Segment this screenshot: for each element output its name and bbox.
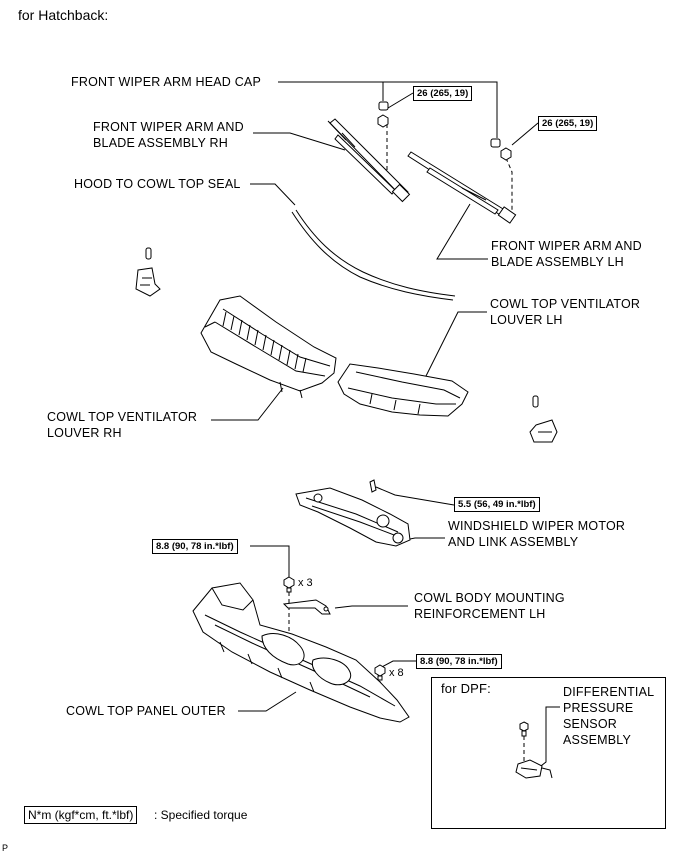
dpf-sensor-label-line2: PRESSURE bbox=[563, 701, 634, 715]
dash-axis-lh bbox=[505, 157, 513, 218]
wiper-arm-rh-drawing bbox=[327, 118, 411, 203]
head-cap-label: FRONT WIPER ARM HEAD CAP bbox=[71, 75, 262, 89]
leader-louver-rh bbox=[211, 387, 284, 421]
reinforcement-drawing bbox=[282, 599, 331, 615]
leader-torque-motor bbox=[375, 486, 455, 506]
torque-legend-symbol: N*m (kgf*cm, ft.*lbf) bbox=[24, 806, 138, 824]
leader-hood-seal bbox=[250, 183, 296, 206]
page-title: for Hatchback: bbox=[18, 7, 109, 23]
torque-spec-motor: 5.5 (56, 49 in.*lbf) bbox=[454, 497, 540, 512]
louver-rh-label-line1: COWL TOP VENTILATOR bbox=[47, 410, 198, 424]
dpf-heading: for DPF: bbox=[441, 681, 491, 696]
torque-legend-description: : Specified torque bbox=[154, 808, 248, 822]
head-caps-and-nuts bbox=[377, 101, 512, 161]
clip-drawings bbox=[135, 247, 558, 443]
leader-motor bbox=[404, 537, 445, 541]
panel-outer-label: COWL TOP PANEL OUTER bbox=[66, 704, 226, 718]
torque-spec-arm-lh: 26 (265, 19) bbox=[538, 116, 598, 131]
torque-spec-arm-rh: 26 (265, 19) bbox=[413, 86, 473, 101]
louver-rh-drawing bbox=[200, 295, 337, 399]
louver-lh-label-line1: COWL TOP VENTILATOR bbox=[490, 297, 641, 311]
bolt-drawings bbox=[283, 576, 529, 737]
dpf-sensor-label-line1: DIFFERENTIAL bbox=[563, 685, 655, 699]
panel-outer-drawing bbox=[192, 582, 410, 723]
dpf-inset-box bbox=[431, 677, 666, 829]
leader-panel-outer bbox=[238, 691, 297, 712]
hood-seal-label: HOOD TO COWL TOP SEAL bbox=[74, 177, 241, 191]
leader-louver-lh bbox=[424, 311, 487, 379]
dpf-sensor-label-line4: ASSEMBLY bbox=[563, 733, 632, 747]
wiper-motor-label-line2: AND LINK ASSEMBLY bbox=[448, 535, 579, 549]
torque-spec-bolts-3: 8.8 (90, 78 in.*lbf) bbox=[152, 539, 238, 554]
leader-torque-3 bbox=[250, 545, 290, 577]
wiper-arm-lh-drawing bbox=[407, 151, 517, 224]
arm-rh-label-line2: BLADE ASSEMBLY RH bbox=[93, 136, 228, 150]
figure-code: P bbox=[2, 843, 9, 853]
leader-reinforcement bbox=[334, 605, 408, 609]
wiper-motor-drawing bbox=[295, 479, 411, 547]
dash-axis-rh bbox=[386, 124, 398, 193]
dpf-sensor-drawing bbox=[515, 759, 553, 779]
leader-arm-rh bbox=[253, 132, 346, 151]
louver-rh-label-line2: LOUVER RH bbox=[47, 426, 122, 440]
leader-torque-lh bbox=[511, 122, 539, 146]
leader-torque-rh bbox=[387, 92, 414, 109]
arm-rh-label-line1: FRONT WIPER ARM AND bbox=[93, 120, 244, 134]
leader-head-cap bbox=[278, 81, 498, 138]
leader-arm-lh bbox=[436, 203, 488, 260]
multiplier-x8: x 8 bbox=[389, 667, 404, 679]
multiplier-x3: x 3 bbox=[298, 577, 313, 589]
hood-seal-drawing bbox=[291, 209, 456, 301]
louver-lh-label-line2: LOUVER LH bbox=[490, 313, 563, 327]
reinforcement-label-line2: REINFORCEMENT LH bbox=[414, 607, 546, 621]
wiper-motor-label-line1: WINDSHIELD WIPER MOTOR bbox=[448, 519, 626, 533]
torque-spec-bolts-8: 8.8 (90, 78 in.*lbf) bbox=[416, 654, 502, 669]
reinforcement-label-line1: COWL BODY MOUNTING bbox=[414, 591, 565, 605]
louver-lh-drawing bbox=[337, 363, 469, 417]
arm-lh-label-line2: BLADE ASSEMBLY LH bbox=[491, 255, 624, 269]
arm-lh-label-line1: FRONT WIPER ARM AND bbox=[491, 239, 642, 253]
dpf-sensor-label-line3: SENSOR bbox=[563, 717, 617, 731]
leader-torque-8 bbox=[379, 660, 416, 669]
